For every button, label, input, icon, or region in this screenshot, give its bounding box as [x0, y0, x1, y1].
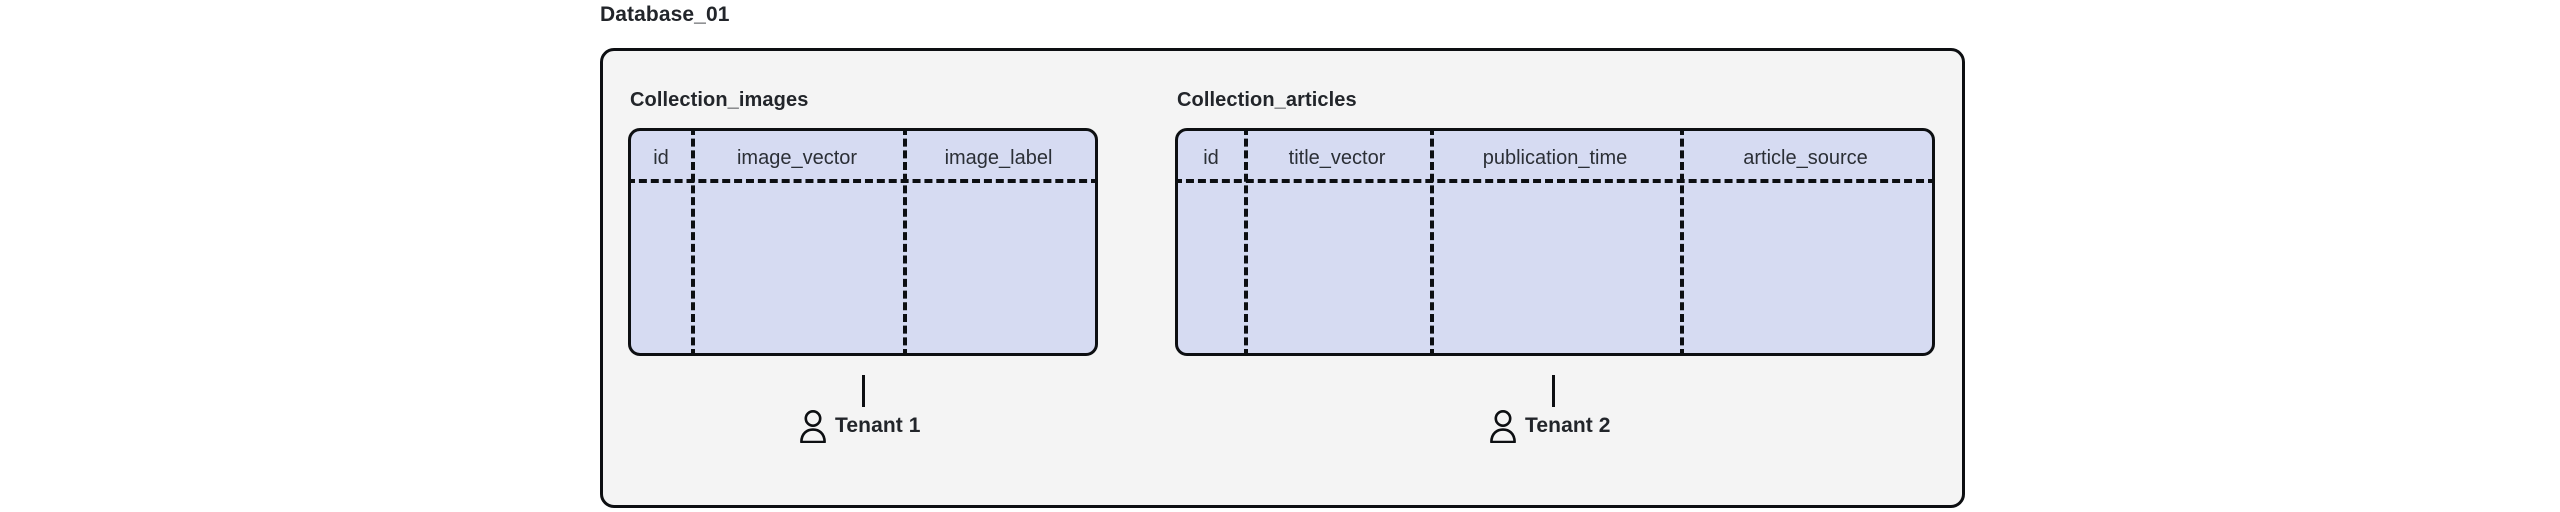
collection-group-articles: Collection_articles id title_vector publ… [1175, 89, 1935, 356]
database-title: Database_01 [600, 3, 730, 26]
table-column-title-vector[interactable]: title_vector [1244, 131, 1430, 353]
collection-title-articles: Collection_articles [1177, 89, 1357, 111]
tenant-1[interactable]: Tenant 1 [798, 409, 921, 443]
column-header-label: id [1203, 147, 1219, 169]
column-header-label: article_source [1743, 147, 1868, 169]
collection-table-articles[interactable]: id title_vector publication_time article… [1175, 128, 1935, 356]
column-header-label: id [653, 147, 669, 169]
table-column-id[interactable]: id [1178, 131, 1244, 353]
table-column-publication-time[interactable]: publication_time [1430, 131, 1680, 353]
table-column-id[interactable]: id [631, 131, 691, 353]
table-column-image-vector[interactable]: image_vector [691, 131, 903, 353]
tenant-2[interactable]: Tenant 2 [1488, 409, 1611, 443]
header-divider [1178, 179, 1932, 183]
header-divider [631, 179, 1095, 183]
database-container: Collection_images id image_vector image_… [600, 48, 1965, 508]
person-icon [1488, 409, 1518, 443]
person-icon [798, 409, 828, 443]
column-header-label: image_label [944, 147, 1053, 169]
tenant-label: Tenant 2 [1525, 414, 1611, 437]
table-column-article-source[interactable]: article_source [1680, 131, 1931, 353]
table-column-image-label[interactable]: image_label [903, 131, 1094, 353]
tenant-connector-1 [862, 375, 865, 407]
collection-title-images: Collection_images [630, 89, 809, 111]
column-header-label: title_vector [1288, 147, 1386, 169]
column-header-label: publication_time [1482, 147, 1628, 169]
collection-group-images: Collection_images id image_vector image_… [628, 89, 1098, 356]
column-header-label: image_vector [736, 147, 858, 169]
tenant-connector-2 [1552, 375, 1555, 407]
tenant-label: Tenant 1 [835, 414, 921, 437]
collection-table-images[interactable]: id image_vector image_label [628, 128, 1098, 356]
